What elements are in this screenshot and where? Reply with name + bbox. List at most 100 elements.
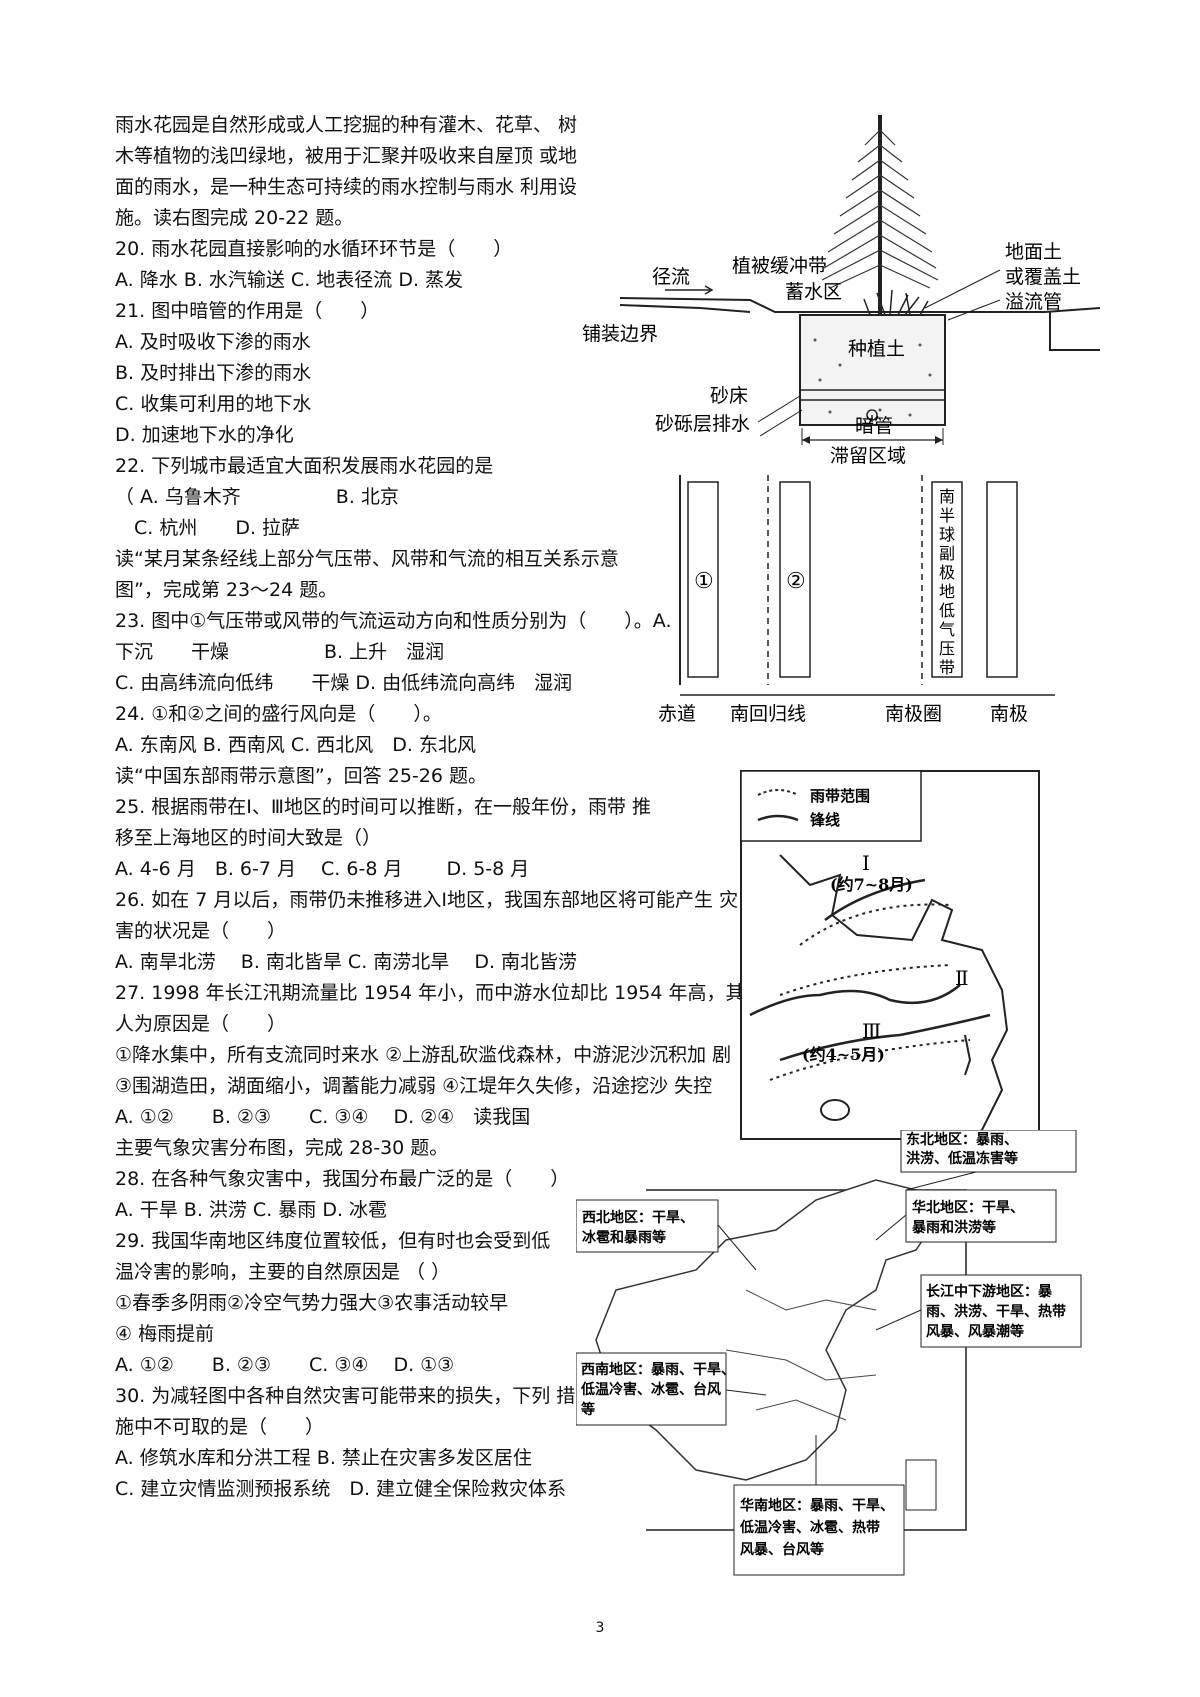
overflow-label: 溢流管 bbox=[1005, 291, 1062, 313]
text-line: 21. 图中暗管的作用是（ ） bbox=[115, 300, 380, 322]
buffer-label: 植被缓冲带 bbox=[732, 255, 827, 277]
question-text: 雨水花园是自然形成或人工挖掘的种有灌木、花草、 树木等植物的浅凹绿地，被用于汇聚… bbox=[115, 110, 789, 1505]
planting-soil-label: 种植土 bbox=[848, 338, 905, 360]
yangtze-line-1: 长江中下游地区：暴 bbox=[926, 1283, 1053, 1300]
band-3-char: 南 bbox=[939, 487, 955, 506]
band-3-char: 极 bbox=[939, 563, 955, 582]
text-line: 29. 我国华南地区纬度位置较低，但有时也会受到低 bbox=[115, 1230, 551, 1252]
northeast-line-1: 东北地区：暴雨、 bbox=[906, 1131, 1018, 1148]
cover-soil-label: 或覆盖土 bbox=[1005, 266, 1081, 288]
yangtze-line-2: 雨、洪涝、干旱、热带 bbox=[926, 1303, 1066, 1320]
text-line: 28. 在各种气象灾害中，我国分布最广泛的是（ ） bbox=[115, 1168, 570, 1190]
northeast-line-2: 洪涝、低温冻害等 bbox=[906, 1150, 1018, 1167]
southwest-line-1: 西南地区：暴雨、干旱、 bbox=[581, 1361, 735, 1378]
text-line: 下沉 干燥 B. 上升 湿润 bbox=[115, 641, 445, 663]
text-line: C. 由高纬流向低纬 干燥 D. 由低纬流向高纬 湿润 bbox=[115, 672, 573, 694]
text-line: 木等植物的浅凹绿地，被用于汇聚并吸收来自屋顶 或地 bbox=[115, 145, 578, 167]
northwest-line-2: 冰雹和暴雨等 bbox=[582, 1229, 666, 1246]
northwest-line-1: 西北地区：干旱、 bbox=[582, 1209, 694, 1226]
text-line: A. 及时吸收下渗的雨水 bbox=[115, 331, 311, 353]
text-line: 读“中国东部雨带示意图”，回答 25-26 题。 bbox=[115, 765, 487, 787]
detention-label: 滞留区域 bbox=[830, 445, 906, 467]
band-3-char: 地 bbox=[939, 582, 955, 601]
text-line: A. 南旱北涝 B. 南北皆旱 C. 南涝北旱 D. 南北皆涝 bbox=[115, 951, 578, 973]
text-line: ③围湖造田，湖面缩小，调蓄能力减弱 ④江堤年久失修，沿途挖沙 失控 bbox=[115, 1075, 713, 1097]
text-line: 施。读右图完成 20-22 题。 bbox=[115, 207, 354, 229]
sand-bed-label: 砂床 bbox=[710, 385, 748, 407]
text-line: 25. 根据雨带在Ⅰ、Ⅲ地区的时间可以推断，在一般年份，雨带 推 bbox=[115, 796, 652, 818]
text-line: 26. 如在 7 月以后，雨带仍未推移进入Ⅰ地区，我国东部地区将可能产生 灾 bbox=[115, 889, 739, 911]
storage-label: 蓄水区 bbox=[785, 281, 842, 303]
northeast-box: 东北地区：暴雨、 洪涝、低温冻害等 bbox=[900, 1130, 1077, 1173]
southwest-line-3: 等 bbox=[581, 1401, 595, 1418]
text-line: 移至上海地区的时间大致是（） bbox=[115, 827, 382, 849]
rain-belt-map: 雨带范围 锋线 Ⅰ (约7~8月) Ⅱ Ⅲ (约4~5月) bbox=[740, 770, 1040, 1140]
text-line: 雨水花园是自然形成或人工挖掘的种有灌木、花草、 树 bbox=[115, 114, 578, 136]
text-line: 24. ①和②之间的盛行风向是（ ）。 bbox=[115, 703, 442, 725]
text-line: 读“某月某条经线上部分气压带、风带和气流的相互关系示意 bbox=[115, 548, 619, 570]
text-line: A. 4-6 月 B. 6-7 月 C. 6-8 月 D. 5-8 月 bbox=[115, 858, 530, 880]
gravel-label: 砂砾层排水 bbox=[655, 413, 750, 435]
text-line: A. ①② B. ②③ C. ③④ D. ①③ bbox=[115, 1354, 455, 1376]
northchina-line-1: 华北地区：干旱、 bbox=[912, 1199, 1024, 1216]
text-line: A. 东南风 B. 西南风 C. 西北风 D. 东北风 bbox=[115, 734, 476, 756]
text-line: 27. 1998 年长江汛期流量比 1954 年小，而中游水位却比 1954 年… bbox=[115, 982, 789, 1004]
southchina-line-2: 低温冷害、冰雹、热带 bbox=[739, 1519, 880, 1536]
region-1-label: Ⅰ bbox=[862, 851, 870, 875]
band-3-char: 低 bbox=[939, 601, 955, 620]
text-line: A. ①② B. ②③ C. ③④ D. ②④ 读我国 bbox=[115, 1106, 531, 1128]
band-3-char: 副 bbox=[939, 544, 955, 563]
text-line: ①降水集中，所有支流同时来水 ②上游乱砍滥伐森林，中游泥沙沉积加 剧 bbox=[115, 1044, 732, 1066]
band-3-char: 半 bbox=[939, 506, 955, 525]
northwest-box: 西北地区：干旱、 冰雹和暴雨等 bbox=[576, 1199, 719, 1253]
text-line: D. 加速地下水的净化 bbox=[115, 424, 294, 446]
text-line: ④ 梅雨提前 bbox=[115, 1323, 215, 1345]
band-3-char: 气 bbox=[939, 620, 955, 639]
runoff-label: 径流 bbox=[652, 266, 690, 288]
band-3-char: 球 bbox=[939, 525, 955, 544]
band-3-char: 带 bbox=[939, 658, 955, 677]
text-line: B. 及时排出下渗的雨水 bbox=[115, 362, 312, 384]
pressure-belt-figure: ① ② 南半球副极地低气压带 赤道 南回归线 南极圈 南极 bbox=[650, 470, 1100, 740]
southchina-line-1: 华南地区：暴雨、干旱、 bbox=[740, 1497, 894, 1514]
rain-belt-map-figure: 雨带范围 锋线 Ⅰ (约7~8月) Ⅱ Ⅲ (约4~5月) bbox=[740, 770, 1040, 1140]
text-line: ①春季多阴雨②冷空气势力强大③农事活动较早 bbox=[115, 1292, 509, 1314]
text-line: 23. 图中①气压带或风带的气流运动方向和性质分别为（ ）。A. bbox=[115, 610, 672, 632]
text-line: 温冷害的影响，主要的自然原因是 （ ） bbox=[115, 1261, 451, 1283]
band-2-label: ② bbox=[786, 569, 806, 594]
time-3-label: (约4~5月) bbox=[802, 1045, 885, 1064]
polar-circle-label: 南极圈 bbox=[885, 703, 942, 725]
text-line: C. 杭州 D. 拉萨 bbox=[115, 517, 301, 539]
region-3-label: Ⅲ bbox=[862, 1019, 881, 1043]
band-3-char: 压 bbox=[939, 639, 955, 658]
band-1-label: ① bbox=[694, 569, 714, 594]
text-line: 害的状况是（ ） bbox=[115, 920, 287, 942]
legend-front-label: 锋线 bbox=[810, 811, 840, 829]
yangtze-box: 长江中下游地区：暴 雨、洪涝、干旱、热带 风暴、风暴潮等 bbox=[920, 1274, 1082, 1348]
text-line: A. 修筑水库和分洪工程 B. 禁止在灾害多发区居住 bbox=[115, 1447, 532, 1469]
tropic-label: 南回归线 bbox=[730, 703, 806, 725]
text-line: （ A. 乌鲁木齐 B. 北京 bbox=[115, 486, 399, 508]
pipe-label: 暗管 bbox=[855, 415, 893, 437]
text-line: 主要气象灾害分布图，完成 28-30 题。 bbox=[115, 1137, 449, 1159]
southwest-box: 西南地区：暴雨、干旱、 低温冷害、冰雹、台风 等 bbox=[576, 1352, 735, 1426]
northchina-line-2: 暴雨和洪涝等 bbox=[911, 1219, 996, 1236]
text-line: 图”，完成第 23～24 题。 bbox=[115, 579, 338, 601]
text-line: A. 干旱 B. 洪涝 C. 暴雨 D. 冰雹 bbox=[115, 1199, 388, 1221]
equator-label: 赤道 bbox=[658, 703, 696, 725]
paving-label: 铺装边界 bbox=[582, 323, 658, 345]
legend-rain-label: 雨带范围 bbox=[810, 787, 870, 805]
time-1-label: (约7~8月) bbox=[830, 875, 913, 894]
southchina-box: 华南地区：暴雨、干旱、 低温冷害、冰雹、热带 风暴、台风等 bbox=[733, 1484, 905, 1576]
yangtze-line-3: 风暴、风暴潮等 bbox=[926, 1323, 1024, 1340]
text-line: 20. 雨水花园直接影响的水循环环节是（ ） bbox=[115, 238, 513, 260]
region-2-label: Ⅱ bbox=[955, 966, 969, 990]
text-line: 施中不可取的是（ ） bbox=[115, 1416, 325, 1438]
page-number: 3 bbox=[595, 1620, 605, 1636]
text-line: 30. 为减轻图中各种自然灾害可能带来的损失，下列 措 bbox=[115, 1385, 576, 1407]
southwest-line-2: 低温冷害、冰雹、台风 bbox=[580, 1381, 721, 1398]
text-line: 22. 下列城市最适宜大面积发展雨水花园的是 bbox=[115, 455, 494, 477]
disaster-map: 东北地区：暴雨、 洪涝、低温冻害等 西北地区：干旱、 冰雹和暴雨等 华北地区：干… bbox=[576, 1130, 1082, 1576]
